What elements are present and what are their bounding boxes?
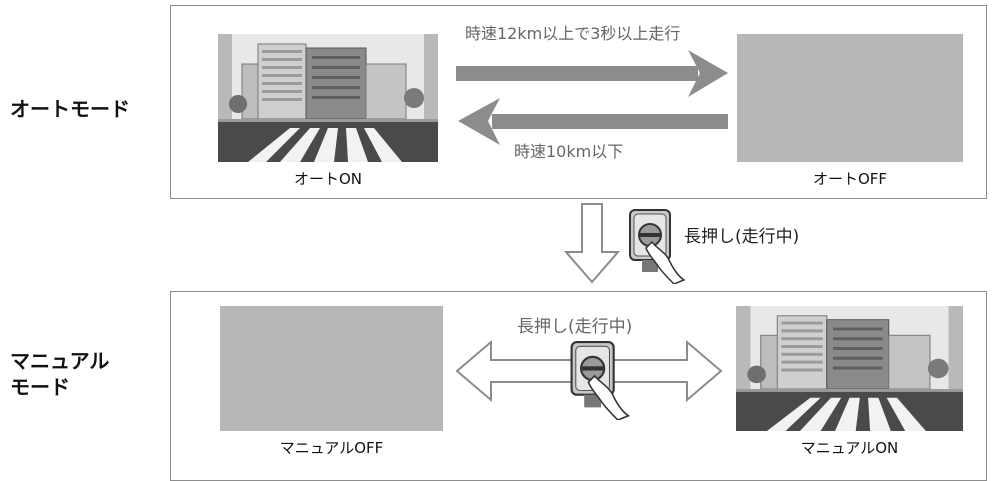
auto-off-screen <box>737 34 963 162</box>
manual-on-street-image <box>736 306 963 431</box>
auto-off-caption: オートOFF <box>812 170 888 188</box>
forward-condition-text: 時速12km以上で3秒以上走行 <box>465 24 681 43</box>
back-condition-text: 時速10km以下 <box>514 142 624 161</box>
back-arrow-shaft <box>492 114 728 129</box>
auto-on-street-image <box>218 34 438 162</box>
manual-mode-label-line2: モード <box>10 375 70 399</box>
manual-toggle-label: 長押し(走行中) <box>517 317 633 337</box>
manual-on-caption: マニュアルON <box>800 439 899 457</box>
manual-mode-label: マニュアル モード <box>10 348 109 400</box>
down-arrow-icon <box>563 203 621 284</box>
auto-transition-arrows <box>456 50 728 145</box>
manual-press-button-icon <box>570 341 631 420</box>
auto-mode-label: オートモード <box>10 97 130 121</box>
manual-mode-label-line1: マニュアル <box>10 349 110 373</box>
transition-label: 長押し(走行中) <box>684 227 800 247</box>
auto-on-caption: オートON <box>293 170 363 188</box>
forward-arrow-shaft <box>456 66 698 81</box>
forward-arrow-head <box>688 50 728 97</box>
manual-off-screen <box>220 306 443 431</box>
press-button-icon <box>629 209 686 284</box>
back-arrow-head <box>458 98 500 145</box>
manual-off-caption: マニュアルOFF <box>279 439 384 457</box>
